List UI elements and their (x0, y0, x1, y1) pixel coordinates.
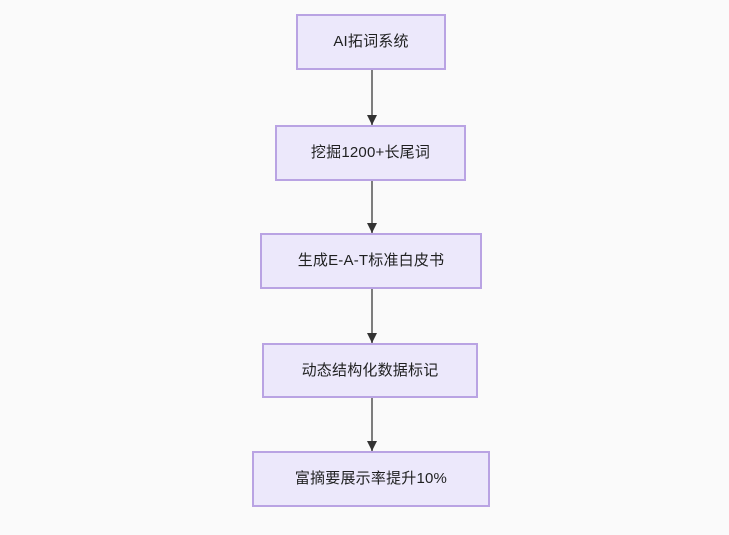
flow-node-label: 挖掘1200+长尾词 (310, 144, 431, 161)
flow-node-generate-eat-whitepaper[interactable]: 生成E-A-T标准白皮书 (260, 233, 482, 289)
flow-node-rich-snippet-rate-increase[interactable]: 富摘要展示率提升10% (252, 451, 490, 507)
flow-node-label: 动态结构化数据标记 (301, 361, 439, 379)
arrow-head-icon (367, 333, 377, 343)
arrow-head-icon (367, 223, 377, 233)
flow-node-label: AI拓词系统 (333, 33, 409, 50)
flow-node-dynamic-structured-data-markup[interactable]: 动态结构化数据标记 (262, 343, 478, 398)
flow-edge-n1-n2 (367, 70, 377, 125)
arrow-head-icon (367, 441, 377, 451)
flow-edge-n4-n5 (367, 398, 377, 451)
flow-node-mine-longtail-keywords[interactable]: 挖掘1200+长尾词 (275, 125, 466, 181)
flow-node-label: 富摘要展示率提升10% (294, 470, 448, 487)
flow-edge-line (371, 289, 373, 343)
flow-node-label: 生成E-A-T标准白皮书 (297, 252, 445, 269)
arrow-head-icon (367, 115, 377, 125)
flow-edge-line (371, 398, 373, 451)
flow-edge-line (371, 70, 373, 125)
flow-node-ai-keyword-system[interactable]: AI拓词系统 (296, 14, 446, 70)
flow-edge-line (371, 181, 373, 233)
flow-edge-n2-n3 (367, 181, 377, 233)
flow-edge-n3-n4 (367, 289, 377, 343)
